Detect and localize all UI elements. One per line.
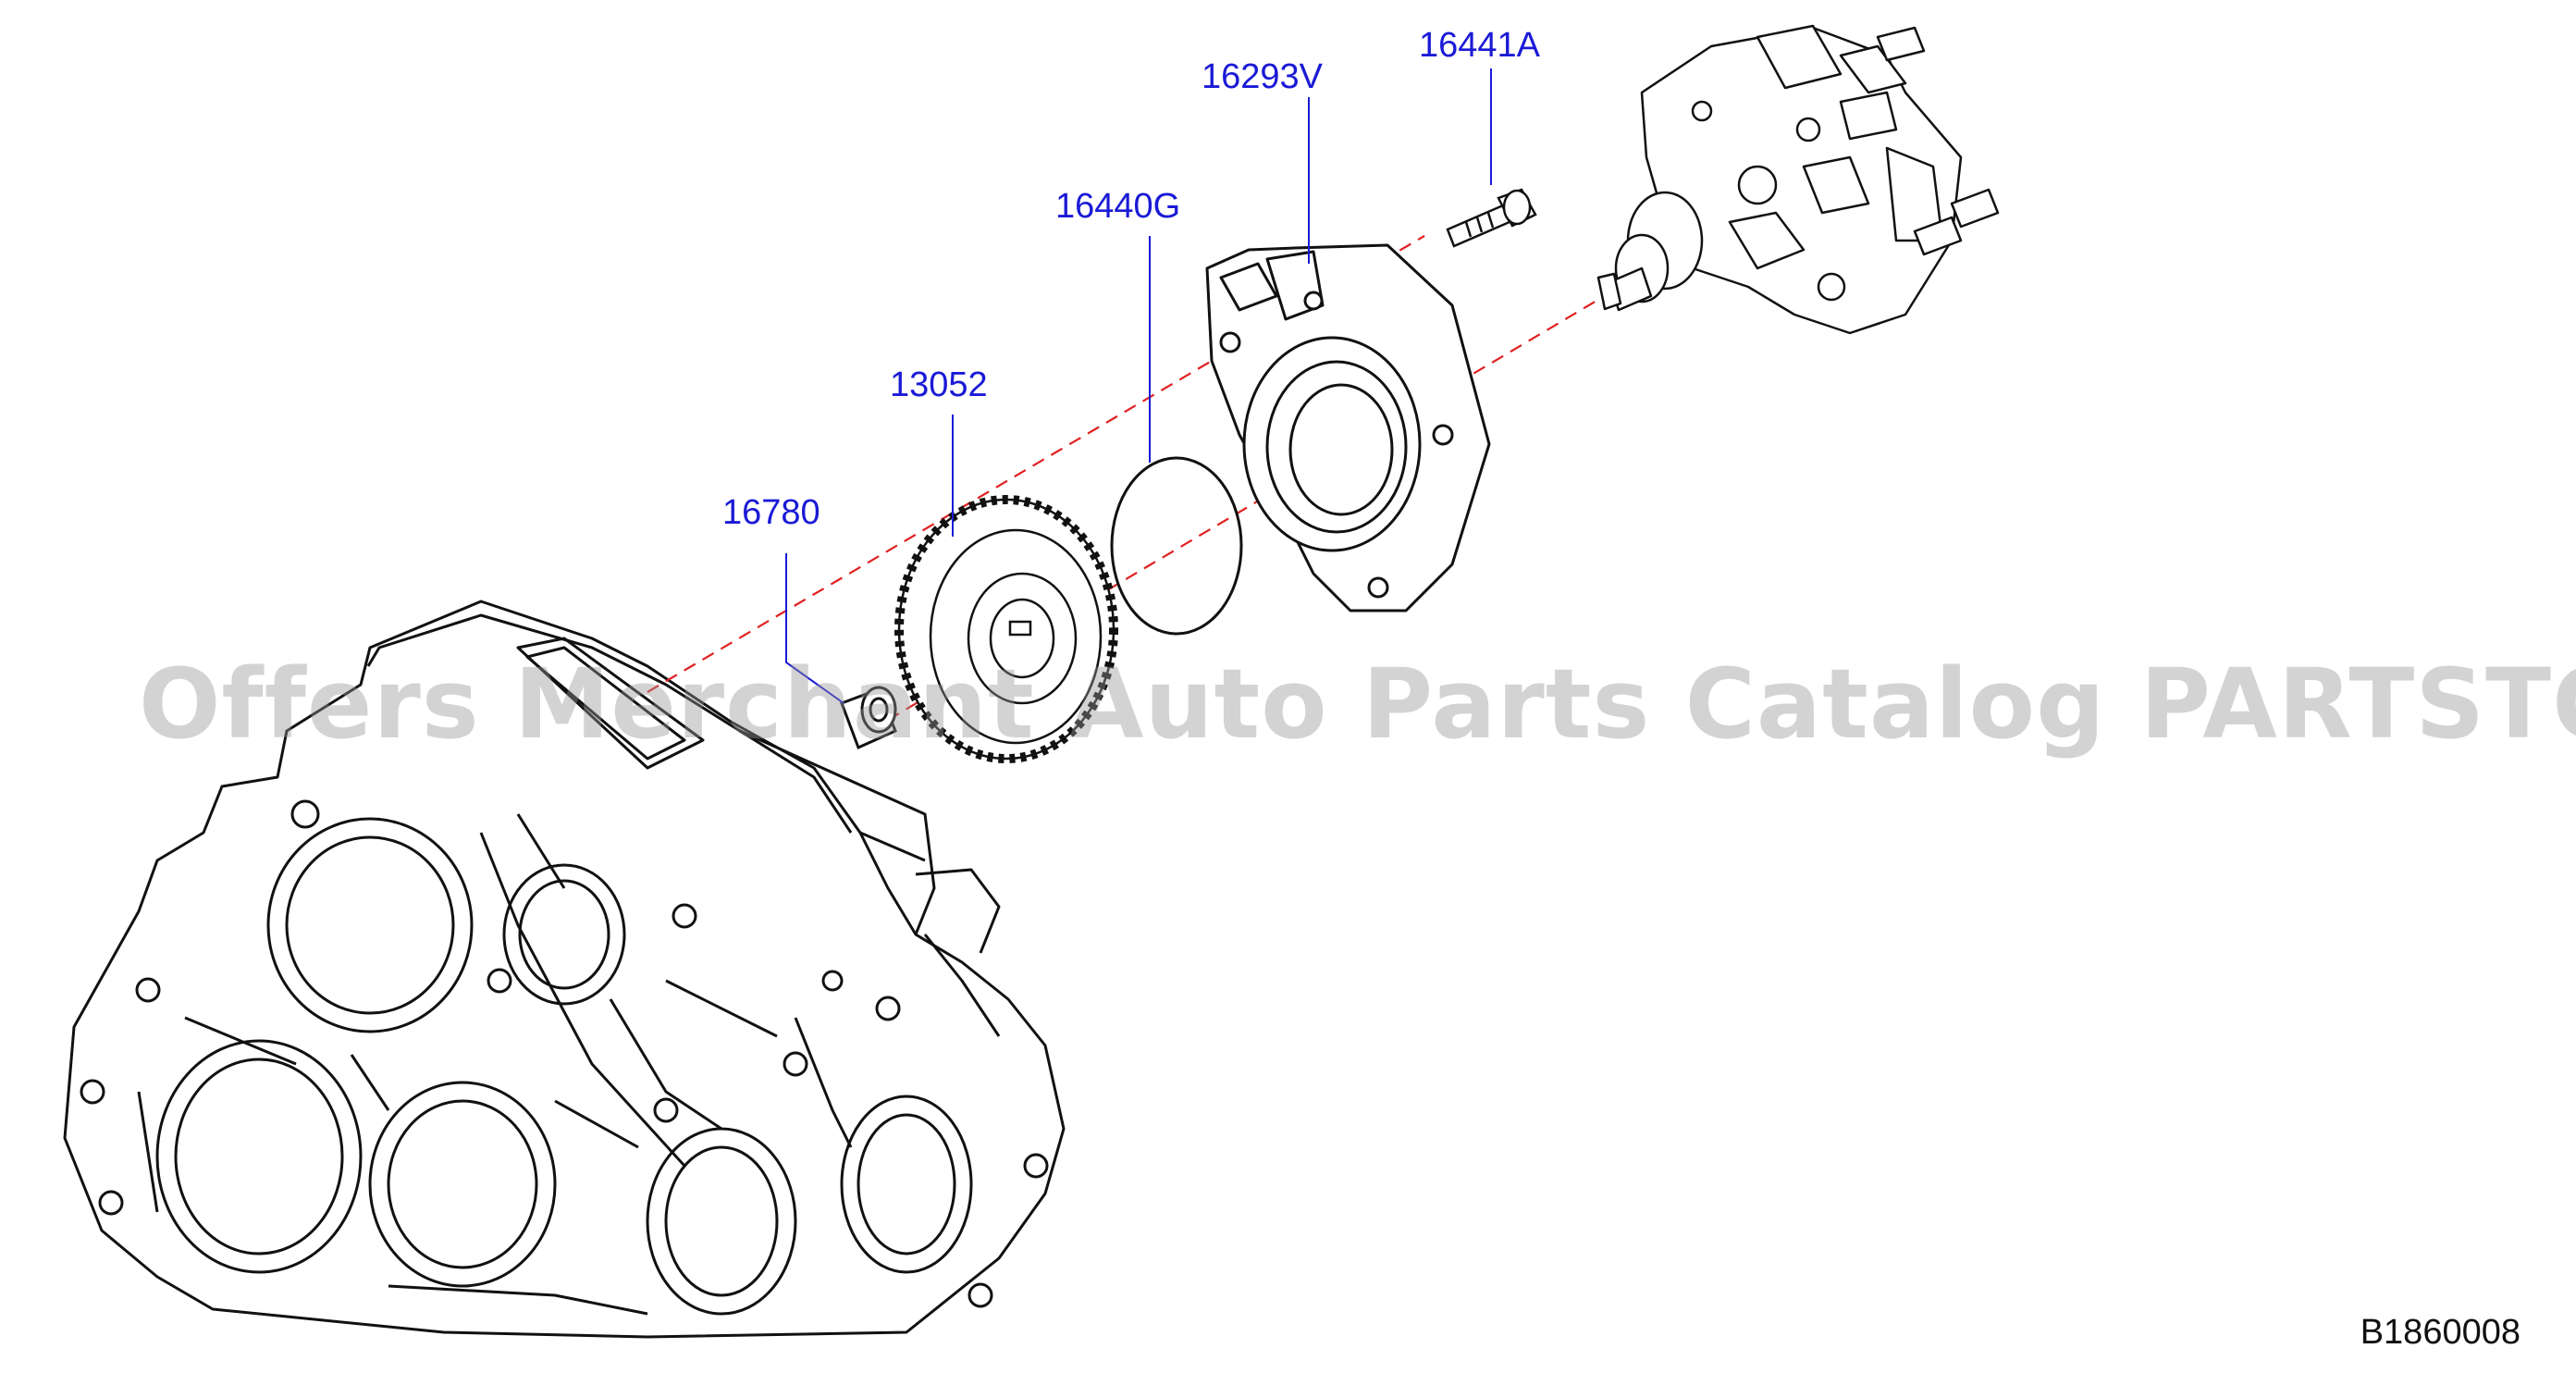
drawing-id: B1860008: [2360, 1313, 2521, 1352]
high-pressure-pump: [1596, 24, 2000, 335]
watermark-text: Offers Merchant Auto Parts Catalog PARTS…: [139, 648, 2576, 761]
bolt-16441A: [1446, 188, 1537, 248]
part-label-13052[interactable]: 13052: [890, 365, 988, 404]
o-ring-16440G: [1110, 456, 1243, 636]
pump-bracket-16293V: [1205, 243, 1491, 612]
gear-13052: [894, 495, 1118, 763]
leader-line-16780: [785, 553, 844, 704]
leader-lines: [785, 68, 1492, 704]
engine-front-cover: [63, 600, 1066, 1339]
bushing-16780: [840, 686, 897, 750]
part-label-16441A[interactable]: 16441A: [1419, 26, 1541, 65]
part-label-16780[interactable]: 16780: [722, 493, 820, 532]
part-label-16440G[interactable]: 16440G: [1055, 187, 1181, 226]
part-label-16293V[interactable]: 16293V: [1202, 57, 1324, 96]
